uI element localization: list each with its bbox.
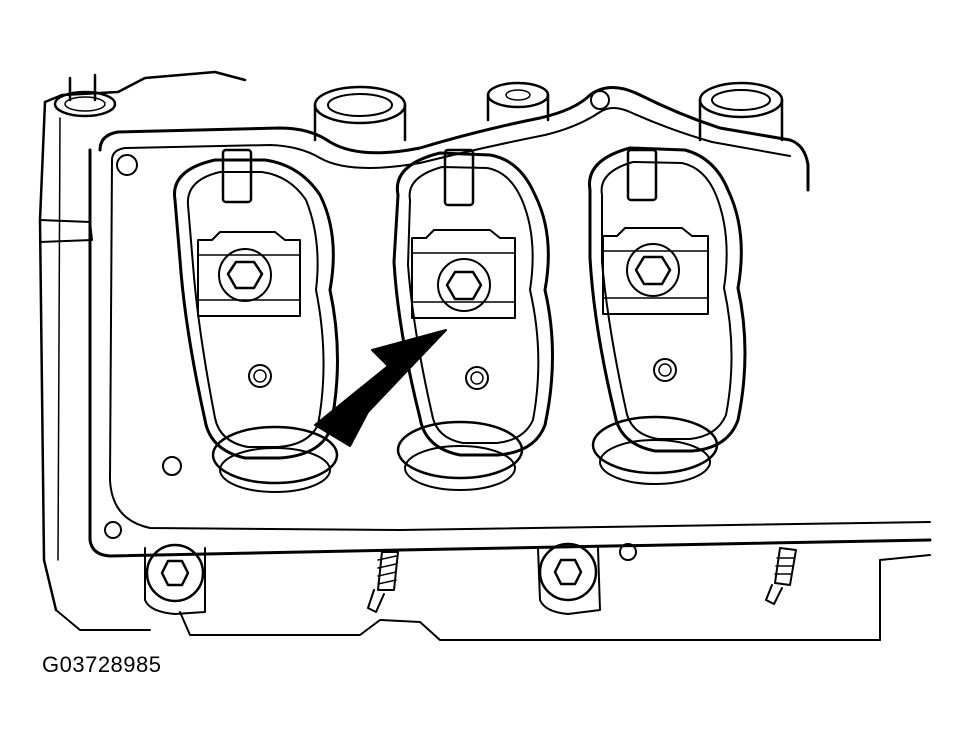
rocker-arm-right — [588, 146, 747, 485]
oil-tube — [53, 73, 117, 118]
lower-bolt-center — [553, 558, 583, 586]
lower-bolts — [144, 542, 601, 615]
rocker-arm-right-tip — [626, 148, 658, 202]
rocker-arm-left — [173, 148, 339, 493]
rocker-arm-right-hole — [653, 358, 677, 382]
rocker-arm-center-bolt — [445, 270, 483, 301]
lower-bolt-left — [160, 559, 190, 587]
rocker-arm-center-hole — [465, 366, 489, 390]
threaded-studs — [367, 547, 797, 613]
rocker-arm-left-tip — [221, 148, 253, 204]
rocker-arm-center-tip — [443, 148, 475, 207]
rocker-arm-center — [392, 148, 554, 491]
cylinder-head-casting — [38, 70, 931, 641]
figure-id-label: G03728985 — [42, 652, 162, 677]
gasket-flange — [88, 86, 932, 561]
rocker-arm-right-bolt — [634, 255, 672, 286]
rocker-arm-left-hole — [248, 364, 272, 388]
top-bosses — [313, 81, 784, 142]
rocker-arm-left-bolt — [226, 260, 264, 290]
arrow-icon — [314, 329, 447, 447]
